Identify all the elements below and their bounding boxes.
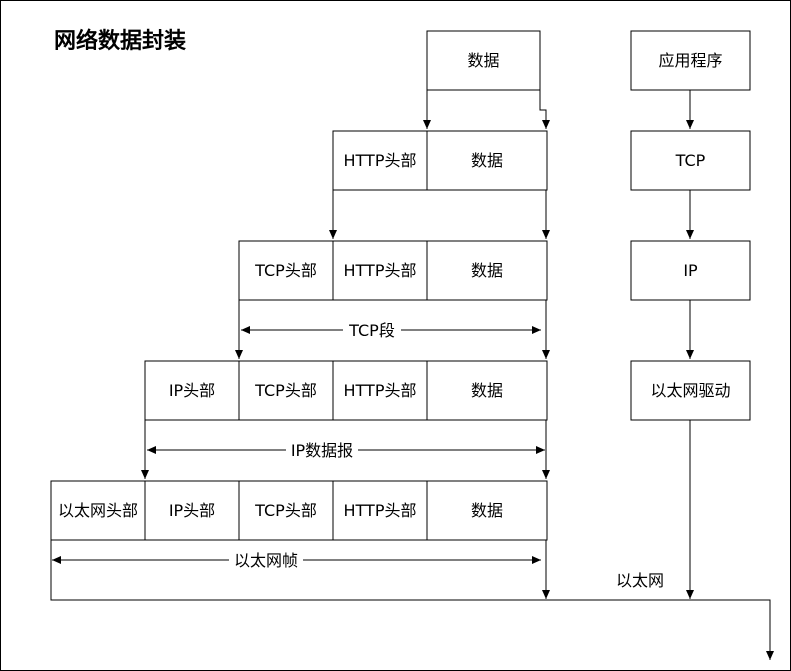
layer-ip-box — [630, 240, 751, 301]
span-label-ip-datagram: IP数据报 — [291, 441, 353, 460]
box-data-row3 — [426, 240, 548, 301]
layer-ethernet-driver-box — [630, 360, 751, 421]
label-http-header-row3: HTTP头部 — [344, 261, 417, 280]
label-tcp-header-row5: TCP头部 — [254, 501, 317, 520]
span-label-bg-ip — [286, 440, 358, 460]
box-http-header-row3 — [332, 240, 428, 301]
label-data-row2: 数据 — [471, 151, 503, 170]
label-tcp-header-row3: TCP头部 — [254, 261, 317, 280]
label-ip-header-row4: IP头部 — [169, 381, 215, 400]
span-label-bg-ethernet — [229, 550, 303, 570]
row-http — [332, 130, 548, 191]
layer-tcp-label: TCP — [675, 151, 706, 170]
label-http-header-row5: HTTP头部 — [344, 501, 417, 520]
label-tcp-header-row4: TCP头部 — [254, 381, 317, 400]
label-http-header-row2: HTTP头部 — [344, 151, 417, 170]
span-label-ethernet-frame: 以太网帧 — [234, 551, 298, 570]
box-ip-header-row5 — [144, 480, 240, 541]
diagram-title: 网络数据封装 — [54, 28, 186, 54]
box-http-header-row2 — [332, 130, 428, 191]
label-data-row5: 数据 — [471, 501, 503, 520]
span-label-bg-tcp — [343, 320, 401, 340]
label-ip-header-row5: IP头部 — [169, 501, 215, 520]
label-ethernet-header-row5: 以太网头部 — [58, 501, 138, 520]
layer-tcp-box — [630, 130, 751, 191]
box-data-row1 — [426, 30, 541, 91]
label-data-row4: 数据 — [471, 381, 503, 400]
box-tcp-header-row4 — [238, 360, 334, 421]
box-data-row4 — [426, 360, 548, 421]
box-http-header-row5 — [332, 480, 428, 541]
row-ethernet — [50, 480, 548, 541]
layer-application-box — [630, 30, 751, 91]
arrow-data-right-r1-r2 — [539, 90, 550, 129]
box-data-row5 — [426, 480, 548, 541]
box-tcp-header-row5 — [238, 480, 334, 541]
box-http-header-row4 — [332, 360, 428, 421]
box-tcp-header-row3 — [238, 240, 334, 301]
row-application-data — [426, 30, 541, 91]
span-label-tcp-segment: TCP段 — [348, 321, 395, 340]
label-http-header-row4: HTTP头部 — [344, 381, 417, 400]
row-ip — [144, 360, 548, 421]
row-tcp — [238, 240, 548, 301]
layer-ethernet-driver-label: 以太网驱动 — [650, 381, 730, 400]
label-data-row3: 数据 — [471, 261, 503, 280]
layer-ip-label: IP — [683, 261, 698, 280]
ethernet-network-line — [50, 540, 774, 660]
label-data-row1: 数据 — [467, 51, 499, 70]
box-ip-header-row4 — [144, 360, 240, 421]
network-label: 以太网 — [616, 571, 664, 590]
layer-application-label: 应用程序 — [658, 51, 722, 70]
box-ethernet-header-row5 — [50, 480, 146, 541]
box-data-row2 — [426, 130, 548, 191]
